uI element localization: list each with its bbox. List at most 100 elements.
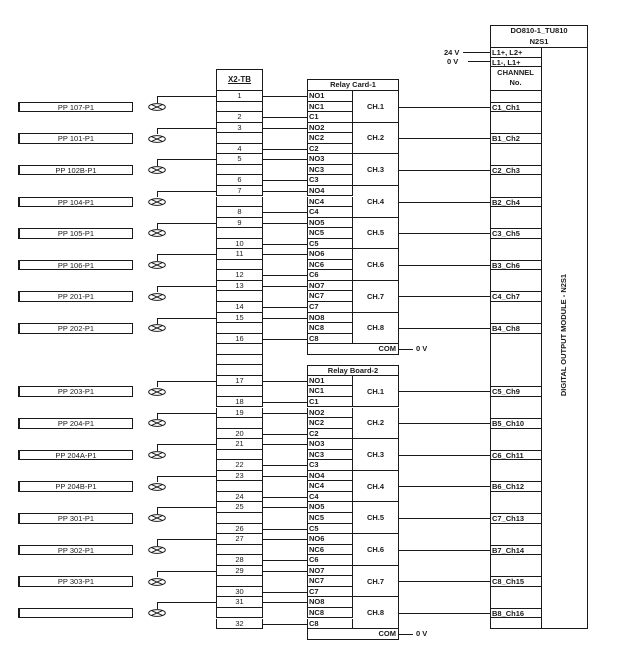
terminal-row: 16 (216, 333, 263, 345)
module-channel: B3_Ch6 (490, 259, 541, 271)
relay-contact: NO3 (307, 439, 353, 450)
relay-board-2-com: COM (307, 629, 399, 640)
wire (263, 212, 307, 214)
terminal-row: 1 (216, 91, 263, 102)
terminal-row: 21 (216, 439, 263, 450)
terminal-row (216, 354, 263, 366)
relay-contact: NC5 (307, 228, 353, 239)
relay-channel: CH.8 (353, 597, 399, 630)
terminal-row: 18 (216, 396, 263, 408)
terminal-row (216, 607, 263, 619)
relay-channel: CH.5 (353, 217, 399, 250)
relay-contact: NO5 (307, 502, 353, 513)
terminal-row (216, 576, 263, 587)
lamp-icon (148, 482, 166, 491)
wire (263, 380, 307, 382)
channel-header: CHANNEL No. (490, 66, 541, 91)
lamp-wire (157, 222, 216, 230)
terminal-row (216, 164, 263, 176)
wire (263, 96, 307, 97)
channel-header-line2: No. (509, 78, 522, 87)
terminal-row (216, 228, 263, 239)
pilot-lamp-label: PP 107-P1 (18, 101, 133, 113)
module-channel: B7_Ch14 (490, 544, 541, 556)
terminal-row: 28 (216, 555, 263, 566)
relay-contact: C8 (307, 333, 353, 345)
wire (263, 507, 307, 509)
relay-contact: C4 (307, 491, 353, 503)
lamp-wire (157, 444, 216, 451)
relay-contact: C3 (307, 175, 353, 186)
wire (263, 275, 307, 277)
relay-contact: NC7 (307, 291, 353, 302)
terminal-row (216, 344, 263, 355)
relay-contact: NC2 (307, 418, 353, 429)
wire (263, 159, 307, 161)
module-channel: B4_Ch8 (490, 323, 541, 334)
wire (263, 570, 307, 572)
relay-contact: NO6 (307, 534, 353, 545)
relay-contact: NO1 (307, 375, 353, 387)
module-channel: C6_Ch11 (490, 449, 541, 461)
terminal-row (216, 196, 263, 208)
relay-contact: C5 (307, 238, 353, 250)
lamp-wire (157, 254, 216, 261)
lamp-icon (148, 419, 166, 428)
lamp-wire (157, 127, 216, 135)
terminal-row: 8 (216, 207, 263, 218)
digital-output-module (490, 25, 588, 629)
terminal-row: 11 (216, 249, 263, 260)
pilot-lamp-label: PP 101-P1 (18, 133, 133, 144)
lamp-icon (148, 166, 166, 175)
lamp-icon (148, 197, 166, 206)
relay-contact: NO8 (307, 312, 353, 324)
relay-contact: NO5 (307, 217, 353, 229)
lamp-icon (148, 451, 166, 459)
relay-contact: C2 (307, 428, 353, 440)
pilot-lamp-label: PP 204B-P1 (18, 481, 133, 492)
relay-contact: NC4 (307, 481, 353, 492)
relay-channel-label: CH.8 (366, 608, 385, 618)
wire (263, 560, 307, 562)
module-title-line2: N2S1 (529, 36, 549, 46)
wire (263, 465, 307, 467)
relay-channel: CH.2 (353, 407, 399, 440)
wire (263, 496, 307, 498)
lamp-icon (148, 324, 166, 333)
relay-contact: C3 (307, 460, 353, 471)
module-channel: B1_Ch2 (490, 133, 541, 144)
relay-channel: CH.5 (353, 502, 399, 535)
wire (263, 444, 307, 446)
module-title-line1: DO810-1_TU810 (510, 26, 568, 35)
lamp-icon (148, 387, 166, 396)
relay-contact: C7 (307, 586, 353, 598)
com-voltage-label: 0 V (416, 629, 428, 639)
wire (263, 127, 307, 129)
terminal-row: 15 (216, 312, 263, 324)
terminal-row: 24 (216, 491, 263, 503)
module-title: DO810-1_TU810 N2S1 (490, 25, 588, 48)
wire (263, 190, 307, 192)
pilot-lamp-label: PP 201-P1 (18, 291, 133, 302)
lamp-wire (157, 412, 216, 419)
channel-wire (399, 201, 490, 203)
lamp-wire (157, 380, 216, 388)
relay-contact: NC5 (307, 513, 353, 524)
relay-channel: CH.6 (353, 534, 399, 566)
module-channel: B5_Ch10 (490, 418, 541, 429)
module-side-label: DIGITAL OUTPUT MODULE - N2S1 (559, 273, 568, 397)
com-voltage-label: 0 V (416, 344, 428, 354)
relay-channel: CH.4 (353, 185, 399, 218)
terminal-row (216, 365, 263, 376)
channel-wire (399, 581, 490, 583)
wire (263, 117, 307, 119)
relay-channel-label: CH.4 (366, 481, 385, 491)
lamp-wire (157, 507, 216, 514)
relay-contact: NO7 (307, 280, 353, 292)
relay-channel-label: CH.7 (366, 576, 385, 586)
wire (263, 623, 307, 625)
wire (263, 222, 307, 224)
supply-wire-0v (468, 61, 490, 62)
terminal-row (216, 418, 263, 429)
wire (263, 307, 307, 308)
